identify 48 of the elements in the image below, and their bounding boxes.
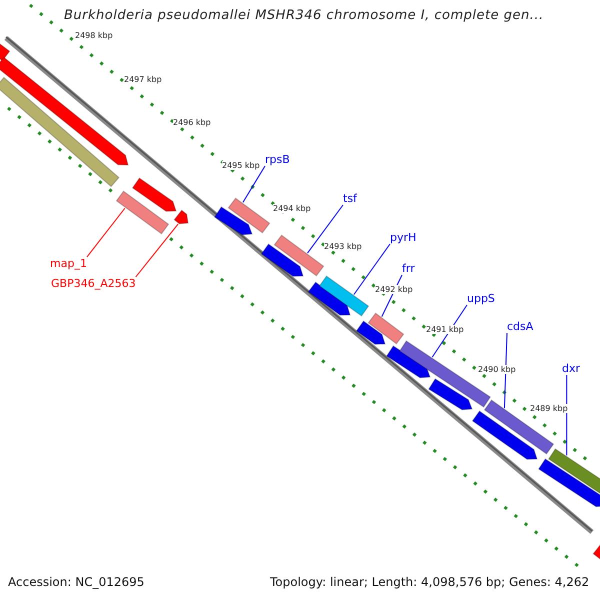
- leader-line: [307, 204, 344, 254]
- leader-line: [504, 332, 508, 409]
- gene-label: rpsB: [265, 153, 290, 166]
- leader-line: [242, 166, 266, 203]
- gene-feature: [472, 410, 538, 460]
- scale-label: 2489 kbp: [530, 404, 568, 413]
- scale-label: 2497 kbp: [124, 75, 162, 84]
- leader-line: [86, 208, 126, 258]
- gene-label: map_1: [50, 257, 87, 270]
- gene-feature: [214, 206, 253, 236]
- gene-feature: [592, 544, 600, 562]
- accession-text: Accession: NC_012695: [8, 575, 144, 589]
- scale-label: 2490 kbp: [478, 365, 516, 374]
- gene-feature: [538, 458, 600, 508]
- scale-label: 2496 kbp: [173, 118, 211, 127]
- scale-label: 2492 kbp: [375, 285, 413, 294]
- gene-feature: [318, 275, 370, 317]
- gene-feature: [0, 42, 10, 62]
- gene-label: tsf: [343, 192, 357, 205]
- genome-stats-text: Topology: linear; Length: 4,098,576 bp; Genes: 4,262: [270, 575, 590, 589]
- gene-feature: [484, 399, 554, 455]
- gene-feature: [308, 282, 351, 316]
- leader-line: [353, 244, 390, 295]
- gene-feature: [132, 177, 177, 212]
- scale-label: 2491 kbp: [426, 325, 464, 334]
- gene-feature: [428, 378, 473, 410]
- map-title: Burkholderia pseudomallei MSHR346 chromosome I, complete gen...: [64, 8, 544, 23]
- gene-label: pyrH: [390, 231, 416, 244]
- gene-label: uppS: [467, 292, 495, 305]
- scale-label: 2498 kbp: [75, 31, 113, 40]
- gene-label: cdsA: [507, 320, 534, 333]
- gene-feature: [174, 210, 189, 224]
- gene-label: GBP346_A2563: [51, 277, 136, 290]
- scale-label: 2494 kbp: [273, 204, 311, 213]
- gene-feature: [228, 198, 270, 234]
- leader-line: [566, 374, 568, 456]
- gene-feature: [548, 448, 600, 496]
- gene-feature: [0, 76, 120, 188]
- leader-line: [135, 224, 179, 278]
- gene-feature: [274, 234, 324, 276]
- scale-label: 2493 kbp: [324, 242, 362, 251]
- gene-feature: [260, 243, 304, 277]
- scale-label: 2495 kbp: [222, 161, 260, 170]
- gene-label: dxr: [562, 362, 580, 375]
- gene-feature: [116, 190, 170, 234]
- gene-feature: [368, 312, 404, 344]
- gene-feature: [356, 320, 386, 345]
- gene-label: frr: [402, 262, 415, 275]
